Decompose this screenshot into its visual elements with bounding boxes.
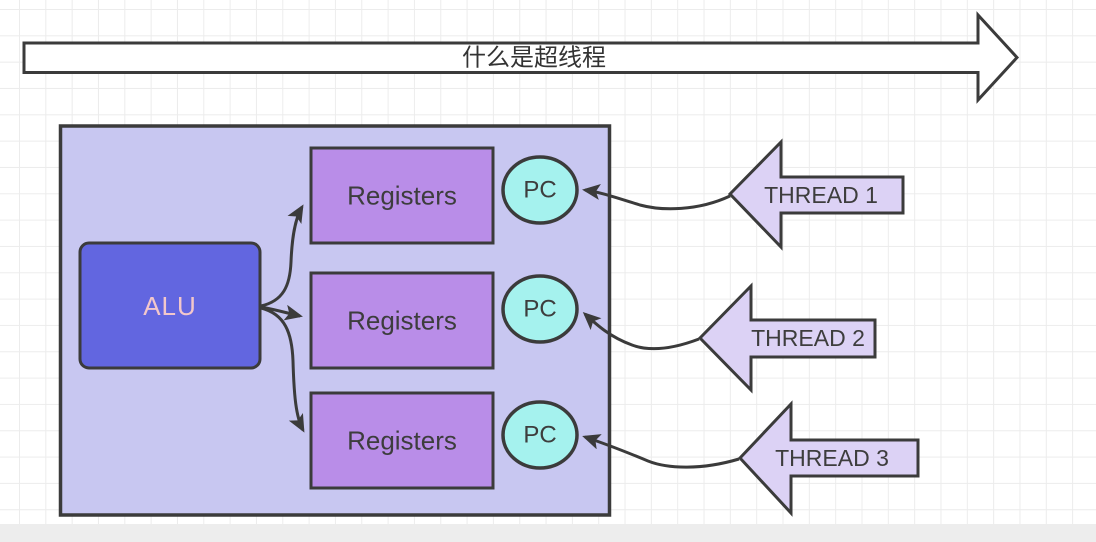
registers-box-1: Registers bbox=[309, 146, 495, 245]
thread-arrow-2: THREAD 2 bbox=[697, 282, 877, 394]
alu-box: ALU bbox=[78, 241, 262, 370]
registers-box-1-shape bbox=[309, 146, 495, 245]
thread-arrow-2-shape bbox=[697, 282, 877, 394]
thread-label-3: THREAD 3 bbox=[775, 445, 889, 471]
banner-arrow: 什么是超线程 bbox=[22, 11, 1020, 104]
pc-circle-2-shape bbox=[501, 274, 579, 344]
pc-circle-3-shape bbox=[501, 400, 579, 470]
thread-arrow-3: THREAD 3 bbox=[737, 400, 920, 517]
thread-label-1: THREAD 1 bbox=[764, 182, 878, 208]
registers-label-2: Registers bbox=[347, 306, 457, 336]
pc-circle-1-shape bbox=[501, 155, 579, 225]
pc-circle-1: PC bbox=[501, 155, 579, 225]
alu-label: ALU bbox=[143, 291, 197, 321]
connector-alu-to-registers-3 bbox=[260, 306, 305, 433]
pc-label-2: PC bbox=[523, 296, 556, 323]
pc-circle-3: PC bbox=[501, 400, 579, 470]
connector-thread-3-to-pc bbox=[582, 434, 740, 469]
banner-arrow-shape bbox=[22, 11, 1020, 104]
pc-label-3: PC bbox=[523, 422, 556, 449]
registers-box-3-shape bbox=[309, 391, 495, 490]
registers-label-3: Registers bbox=[347, 426, 457, 456]
pc-label-1: PC bbox=[523, 177, 556, 204]
connector-alu-to-registers-1 bbox=[260, 204, 304, 308]
banner-title: 什么是超线程 bbox=[462, 45, 606, 72]
alu-box-shape bbox=[78, 241, 262, 370]
registers-box-3: Registers bbox=[309, 391, 495, 490]
thread-arrow-1-shape bbox=[727, 138, 905, 251]
registers-label-1: Registers bbox=[347, 181, 457, 211]
thread-arrow-3-shape bbox=[737, 400, 920, 517]
registers-box-2: Registers bbox=[309, 271, 495, 370]
connector-thread-2-to-pc bbox=[582, 311, 700, 351]
connector-thread-1-to-pc bbox=[582, 184, 731, 211]
bottom-bar bbox=[0, 524, 1096, 542]
thread-arrow-1: THREAD 1 bbox=[727, 138, 905, 251]
pc-circle-2: PC bbox=[501, 274, 579, 344]
registers-box-2-shape bbox=[309, 271, 495, 370]
thread-label-2: THREAD 2 bbox=[751, 325, 865, 351]
